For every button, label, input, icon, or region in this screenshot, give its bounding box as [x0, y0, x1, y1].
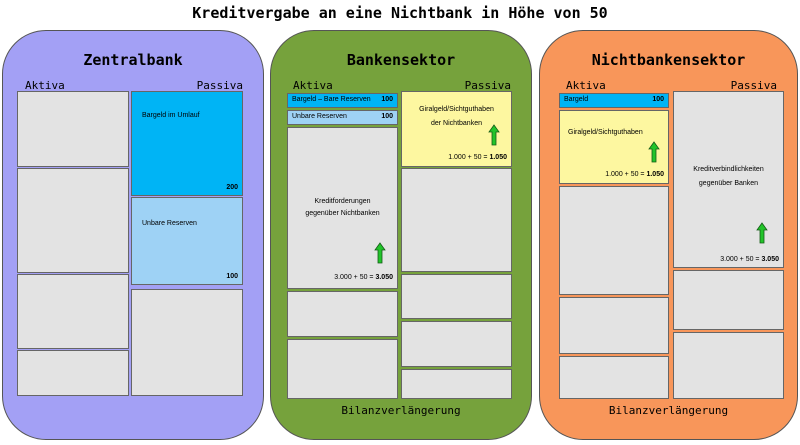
- zentralbank-passiva-box-3: [131, 289, 243, 396]
- bankensektor-aktiva-label: Aktiva: [293, 79, 333, 92]
- nichtbankensektor-bargeld-box: Bargeld 100: [559, 93, 669, 108]
- nichtbankensektor-verb-calc: 3.000 + 50 = 3.050: [720, 256, 779, 263]
- nichtbankensektor-panel: Nichtbankensektor Aktiva Passiva Bargeld…: [539, 30, 798, 440]
- bankensektor-footer: Bilanzverlängerung: [341, 404, 461, 417]
- bankensektor-passiva-box-5: [401, 369, 512, 399]
- nichtbankensektor-verb-label-1: Kreditverbindlichkeiten: [693, 166, 764, 173]
- bankensektor-kredit-calc-text: 3.000 + 50 =: [334, 274, 376, 281]
- zentralbank-aktiva-label: Aktiva: [25, 79, 65, 92]
- bankensektor-giral-calc-text: 1.000 + 50 =: [448, 154, 490, 161]
- nichtbankensektor-giral-label: Giralgeld/Sichtguthaben: [568, 129, 643, 136]
- nichtbankensektor-aktiva-box-3: [559, 186, 669, 295]
- nichtbankensektor-aktiva-box-5: [559, 356, 669, 399]
- zentralbank-title: Zentralbank: [83, 51, 183, 69]
- nichtbankensektor-verb-box: Kreditverbindlichkeiten gegenüber Banken…: [673, 91, 784, 268]
- zentralbank-aktiva-box-4: [17, 350, 129, 396]
- zentralbank-passiva-label: Passiva: [196, 79, 243, 92]
- bankensektor-giral-increase-arrow-icon: [488, 124, 500, 146]
- zentralbank-aktiva-box-1: [17, 91, 129, 167]
- nichtbankensektor-bargeld-label: Bargeld: [564, 96, 589, 103]
- nichtbankensektor-giral-calc: 1.000 + 50 = 1.050: [605, 171, 664, 178]
- bankensektor-reserven-box: Unbare Reserven 100: [287, 110, 398, 125]
- bankensektor-passiva-box-3: [401, 274, 512, 319]
- nichtbankensektor-giral-result: 1.050: [646, 171, 664, 178]
- zentralbank-bargeld-label: Bargeld im Umlauf: [142, 112, 200, 119]
- bankensektor-passiva-label: Passiva: [464, 79, 511, 92]
- nichtbankensektor-verb-calc-text: 3.000 + 50 =: [720, 256, 762, 263]
- nichtbankensektor-giral-box: Giralgeld/Sichtguthaben 1.000 + 50 = 1.0…: [559, 110, 669, 184]
- diagram-title: Kreditvergabe an eine Nichtbank in Höhe …: [192, 4, 608, 22]
- nichtbankensektor-footer: Bilanzverlängerung: [608, 404, 729, 417]
- bankensektor-kredit-label-1: Kreditforderungen: [314, 198, 371, 205]
- nichtbankensektor-passiva-box-2: [673, 270, 784, 330]
- bankensektor-reserven-label: Unbare Reserven: [292, 113, 347, 120]
- bankensektor-kredit-box: Kreditforderungen gegenüber Nichtbanken …: [287, 127, 398, 289]
- zentralbank-aktiva-box-3: [17, 274, 129, 349]
- bankensektor-bargeld-value: 100: [381, 96, 393, 103]
- zentralbank-reserven-value: 100: [226, 273, 238, 280]
- nichtbankensektor-verb-increase-arrow-icon: [756, 222, 768, 244]
- bankensektor-panel: Bankensektor Aktiva Passiva Bargeld – Ba…: [270, 30, 532, 440]
- bankensektor-giral-calc: 1.000 + 50 = 1.050: [448, 154, 507, 161]
- bankensektor-title: Bankensektor: [346, 51, 456, 69]
- bankensektor-giral-label-2: der Nichtbanken: [431, 120, 482, 127]
- zentralbank-reserven-box: Unbare Reserven 100: [131, 197, 243, 285]
- nichtbankensektor-passiva-box-3: [673, 332, 784, 399]
- bankensektor-giral-label-1: Giralgeld/Sichtguthaben: [419, 106, 494, 113]
- bankensektor-reserven-value: 100: [381, 113, 393, 120]
- bankensektor-kredit-calc: 3.000 + 50 = 3.050: [334, 274, 393, 281]
- nichtbankensektor-giral-calc-text: 1.000 + 50 =: [605, 171, 647, 178]
- bankensektor-kredit-result: 3.050: [375, 274, 393, 281]
- nichtbankensektor-aktiva-label: Aktiva: [566, 79, 606, 92]
- bankensektor-bargeld-box: Bargeld – Bare Reserven 100: [287, 93, 398, 108]
- zentralbank-bargeld-value: 200: [226, 184, 238, 191]
- nichtbankensektor-aktiva-box-4: [559, 297, 669, 354]
- zentralbank-aktiva-box-2: [17, 168, 129, 273]
- bankensektor-passiva-box-4: [401, 321, 512, 367]
- zentralbank-bargeld-box: Bargeld im Umlauf 200: [131, 91, 243, 196]
- nichtbankensektor-passiva-label: Passiva: [730, 79, 777, 92]
- nichtbankensektor-verb-label-2: gegenüber Banken: [698, 180, 759, 187]
- bankensektor-aktiva-box-5: [287, 339, 398, 399]
- bankensektor-giral-box: Giralgeld/Sichtguthaben der Nichtbanken …: [401, 91, 512, 167]
- nichtbankensektor-bargeld-value: 100: [652, 96, 664, 103]
- bankensektor-kredit-label-2: gegenüber Nichtbanken: [305, 210, 380, 217]
- bankensektor-giral-result: 1.050: [489, 154, 507, 161]
- zentralbank-panel: Zentralbank Aktiva Passiva Bargeld im Um…: [2, 30, 264, 440]
- bankensektor-kredit-increase-arrow-icon: [374, 242, 386, 264]
- bankensektor-aktiva-box-4: [287, 291, 398, 337]
- nichtbankensektor-giral-increase-arrow-icon: [648, 141, 660, 163]
- zentralbank-reserven-label: Unbare Reserven: [142, 220, 197, 227]
- nichtbankensektor-title: Nichtbankensektor: [591, 51, 746, 69]
- bankensektor-bargeld-label: Bargeld – Bare Reserven: [292, 96, 371, 103]
- bankensektor-passiva-box-2: [401, 168, 512, 272]
- nichtbankensektor-verb-result: 3.050: [761, 256, 779, 263]
